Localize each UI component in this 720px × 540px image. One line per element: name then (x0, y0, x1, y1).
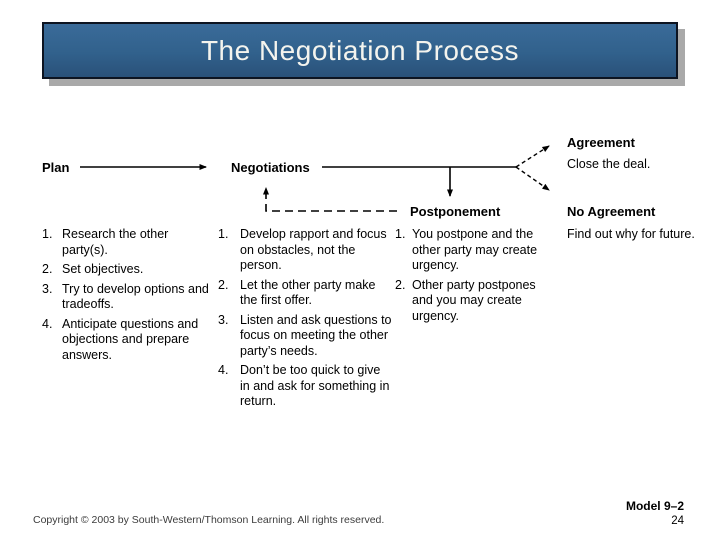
postponement-to-negotiations-feedback-arrow (263, 187, 397, 212)
item-text: Don’t be too quick to give in and ask fo… (240, 363, 390, 408)
item-text: Develop rapport and focus on obstacles, … (240, 227, 387, 272)
item-number: 2. (218, 277, 229, 292)
copyright-text: Copyright © 2003 by South-Western/Thomso… (33, 514, 385, 526)
list-item: 1. Research the other party(s). (42, 227, 214, 258)
list-item: 1. You postpone and the other party may … (395, 227, 557, 274)
item-text: You postpone and the other party may cre… (412, 227, 538, 272)
node-plan: Plan (42, 160, 70, 175)
item-number: 1. (395, 227, 406, 241)
item-text: Set objectives. (62, 262, 144, 276)
item-number: 1. (218, 227, 229, 241)
item-text: Anticipate questions and objections and … (62, 316, 199, 362)
list-item: 2. Other party postpones and you may cre… (395, 278, 557, 325)
slide-title-box: The Negotiation Process (42, 22, 678, 79)
model-label: Model 9–2 (625, 499, 684, 513)
slide-title: The Negotiation Process (200, 34, 520, 66)
plan-steps-list: 1. Research the other party(s). 2. Set o… (42, 227, 214, 367)
item-number: 4. (42, 316, 53, 331)
item-number: 4. (218, 363, 229, 377)
agreement-note: Close the deal. (567, 157, 651, 171)
negotiation-steps-list: 1. Develop rapport and focus on obstacle… (218, 227, 396, 414)
list-item: 3. Try to develop options and tradeoffs. (42, 282, 214, 313)
item-text: Let the other party make the first offer… (240, 277, 376, 308)
list-item: 1. Develop rapport and focus on obstacle… (218, 227, 396, 274)
page-number: 24 (671, 515, 684, 527)
branch-to-agreement-arrow (515, 145, 550, 168)
list-item: 2. Set objectives. (42, 262, 214, 278)
item-text: Try to develop options and tradeoffs. (62, 281, 209, 312)
item-text: Other party postpones and you may create… (412, 277, 536, 323)
node-postponement: Postponement (410, 204, 501, 219)
list-item: 4. Anticipate questions and objections a… (42, 317, 214, 364)
item-number: 2. (42, 262, 53, 276)
item-number: 3. (218, 312, 229, 327)
node-no-agreement: No Agreement (567, 204, 656, 219)
item-number: 1. (42, 227, 53, 241)
list-item: 4. Don’t be too quick to give in and ask… (218, 363, 396, 410)
list-item: 3. Listen and ask questions to focus on … (218, 313, 396, 360)
list-item: 2. Let the other party make the first of… (218, 278, 396, 309)
postponement-steps-list: 1. You postpone and the other party may … (395, 227, 557, 328)
item-text: Research the other party(s). (62, 227, 169, 257)
item-text: Listen and ask questions to focus on mee… (240, 312, 392, 358)
item-number: 3. (42, 281, 53, 296)
item-number: 2. (395, 277, 406, 292)
node-negotiations: Negotiations (231, 160, 310, 175)
node-agreement: Agreement (567, 135, 635, 150)
no-agreement-note: Find out why for future. (567, 227, 695, 241)
branch-to-no-agreement-arrow (515, 166, 550, 191)
